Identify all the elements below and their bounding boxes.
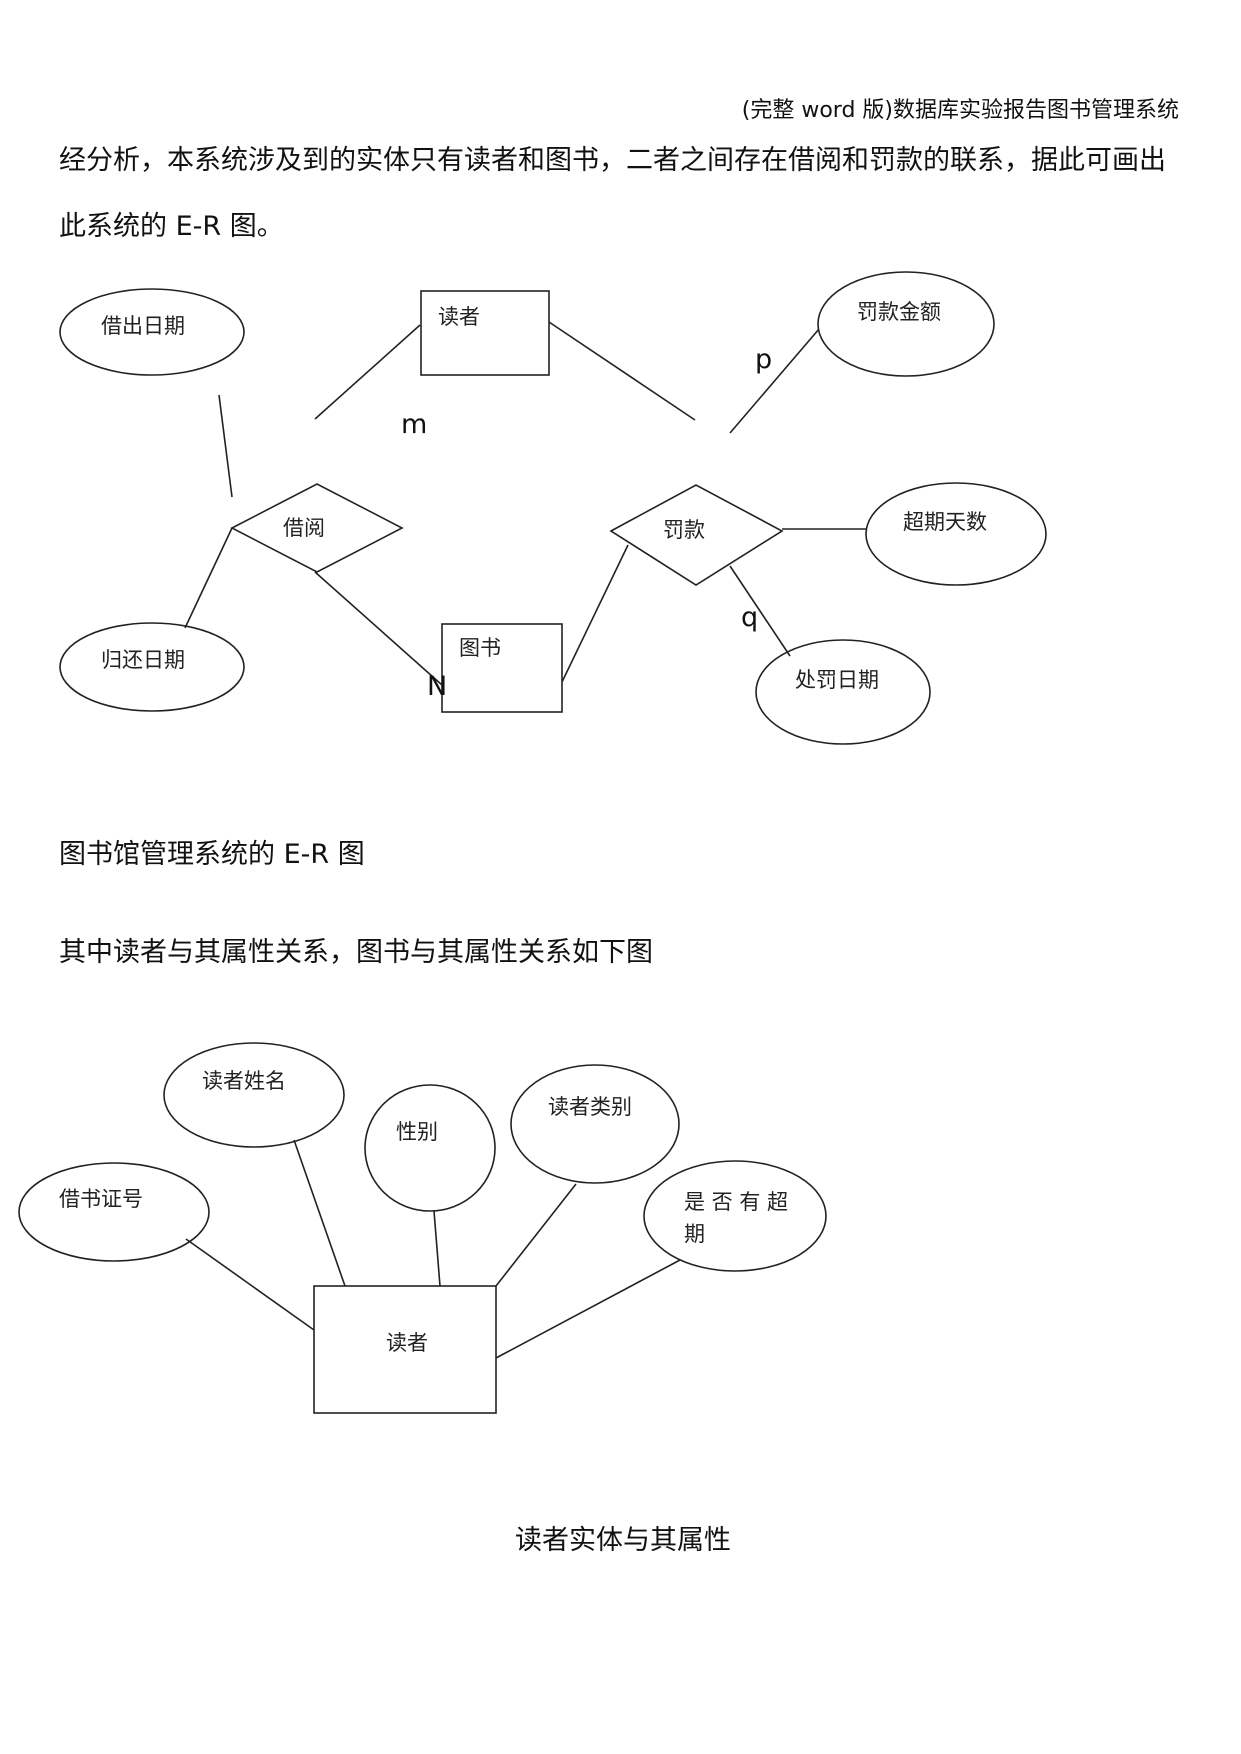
- line-borrowdate-borrow: [218, 394, 233, 498]
- label-overdue-line1: 是 否 有 超: [684, 1190, 788, 1214]
- label-reader-detail: 读者: [386, 1331, 428, 1355]
- label-book: 图书: [459, 636, 501, 660]
- label-gender: 性别: [396, 1120, 438, 1144]
- line-reader-gender: [433, 1210, 441, 1287]
- label-reader-name: 读者姓名: [202, 1069, 286, 1093]
- line-fine-fineamount: [729, 328, 820, 434]
- line-reader-fine: [548, 321, 696, 421]
- entity-reader-detail: [313, 1285, 497, 1414]
- attribute-gender: [364, 1084, 496, 1212]
- label-overdue-line2: 期: [684, 1222, 705, 1246]
- line-borrow-book: [314, 571, 443, 686]
- label-penalty-date: 处罚日期: [795, 668, 879, 692]
- attribute-reader-category: [510, 1064, 680, 1184]
- attribute-reader-name: [163, 1042, 345, 1148]
- line-reader-cardno: [185, 1238, 315, 1331]
- attribute-overdue-days: [865, 482, 1047, 586]
- label-fine-amount: 罚款金额: [857, 300, 941, 324]
- intro-line-2: 此系统的 E-R 图。: [59, 211, 284, 242]
- label-borrow-date: 借出日期: [101, 314, 185, 338]
- attribute-fine-amount: [817, 271, 995, 377]
- line-borrow-returndate: [184, 527, 233, 629]
- text-attribute-intro: 其中读者与其属性关系，图书与其属性关系如下图: [59, 937, 653, 968]
- caption-reader-attributes: 读者实体与其属性: [515, 1525, 731, 1556]
- caption-system-er: 图书馆管理系统的 E-R 图: [59, 839, 365, 870]
- label-overdue-days: 超期天数: [903, 510, 987, 534]
- line-borrow-reader: [314, 324, 421, 420]
- system-er-diagram: [59, 271, 1047, 745]
- line-reader-overdue: [495, 1259, 681, 1359]
- attribute-card-no: [18, 1162, 210, 1262]
- entity-book: [441, 623, 563, 713]
- running-header: (完整 word 版)数据库实验报告图书管理系统: [741, 98, 1179, 123]
- cardinality-p: p: [755, 344, 772, 375]
- intro-paragraph: 经分析，本系统涉及到的实体只有读者和图书，二者之间存在借阅和罚款的联系，据此可画…: [59, 128, 1189, 260]
- relationship-borrow: [230, 483, 404, 573]
- entity-reader: [420, 290, 550, 376]
- attribute-return-date: [59, 622, 245, 712]
- cardinality-m: m: [401, 409, 427, 440]
- line-reader-category: [495, 1183, 577, 1287]
- label-card-no: 借书证号: [59, 1187, 143, 1211]
- label-reader: 读者: [438, 305, 480, 329]
- line-reader-name: [293, 1139, 346, 1287]
- label-reader-category: 读者类别: [548, 1095, 632, 1119]
- label-fine: 罚款: [663, 518, 705, 542]
- attribute-overdue: [643, 1160, 827, 1272]
- cardinality-n: N: [427, 671, 447, 702]
- intro-line-1: 经分析，本系统涉及到的实体只有读者和图书，二者之间存在借阅和罚款的联系，据此可画…: [59, 145, 1166, 176]
- label-borrow: 借阅: [283, 516, 325, 540]
- attribute-penalty-date: [755, 639, 931, 745]
- cardinality-q: q: [741, 602, 758, 633]
- relationship-fine: [609, 484, 784, 586]
- line-fine-penaltydate: [729, 565, 791, 657]
- attribute-borrow-date: [59, 288, 245, 376]
- reader-attribute-diagram: [18, 1042, 827, 1414]
- line-book-fine: [561, 544, 629, 683]
- label-return-date: 归还日期: [101, 648, 185, 672]
